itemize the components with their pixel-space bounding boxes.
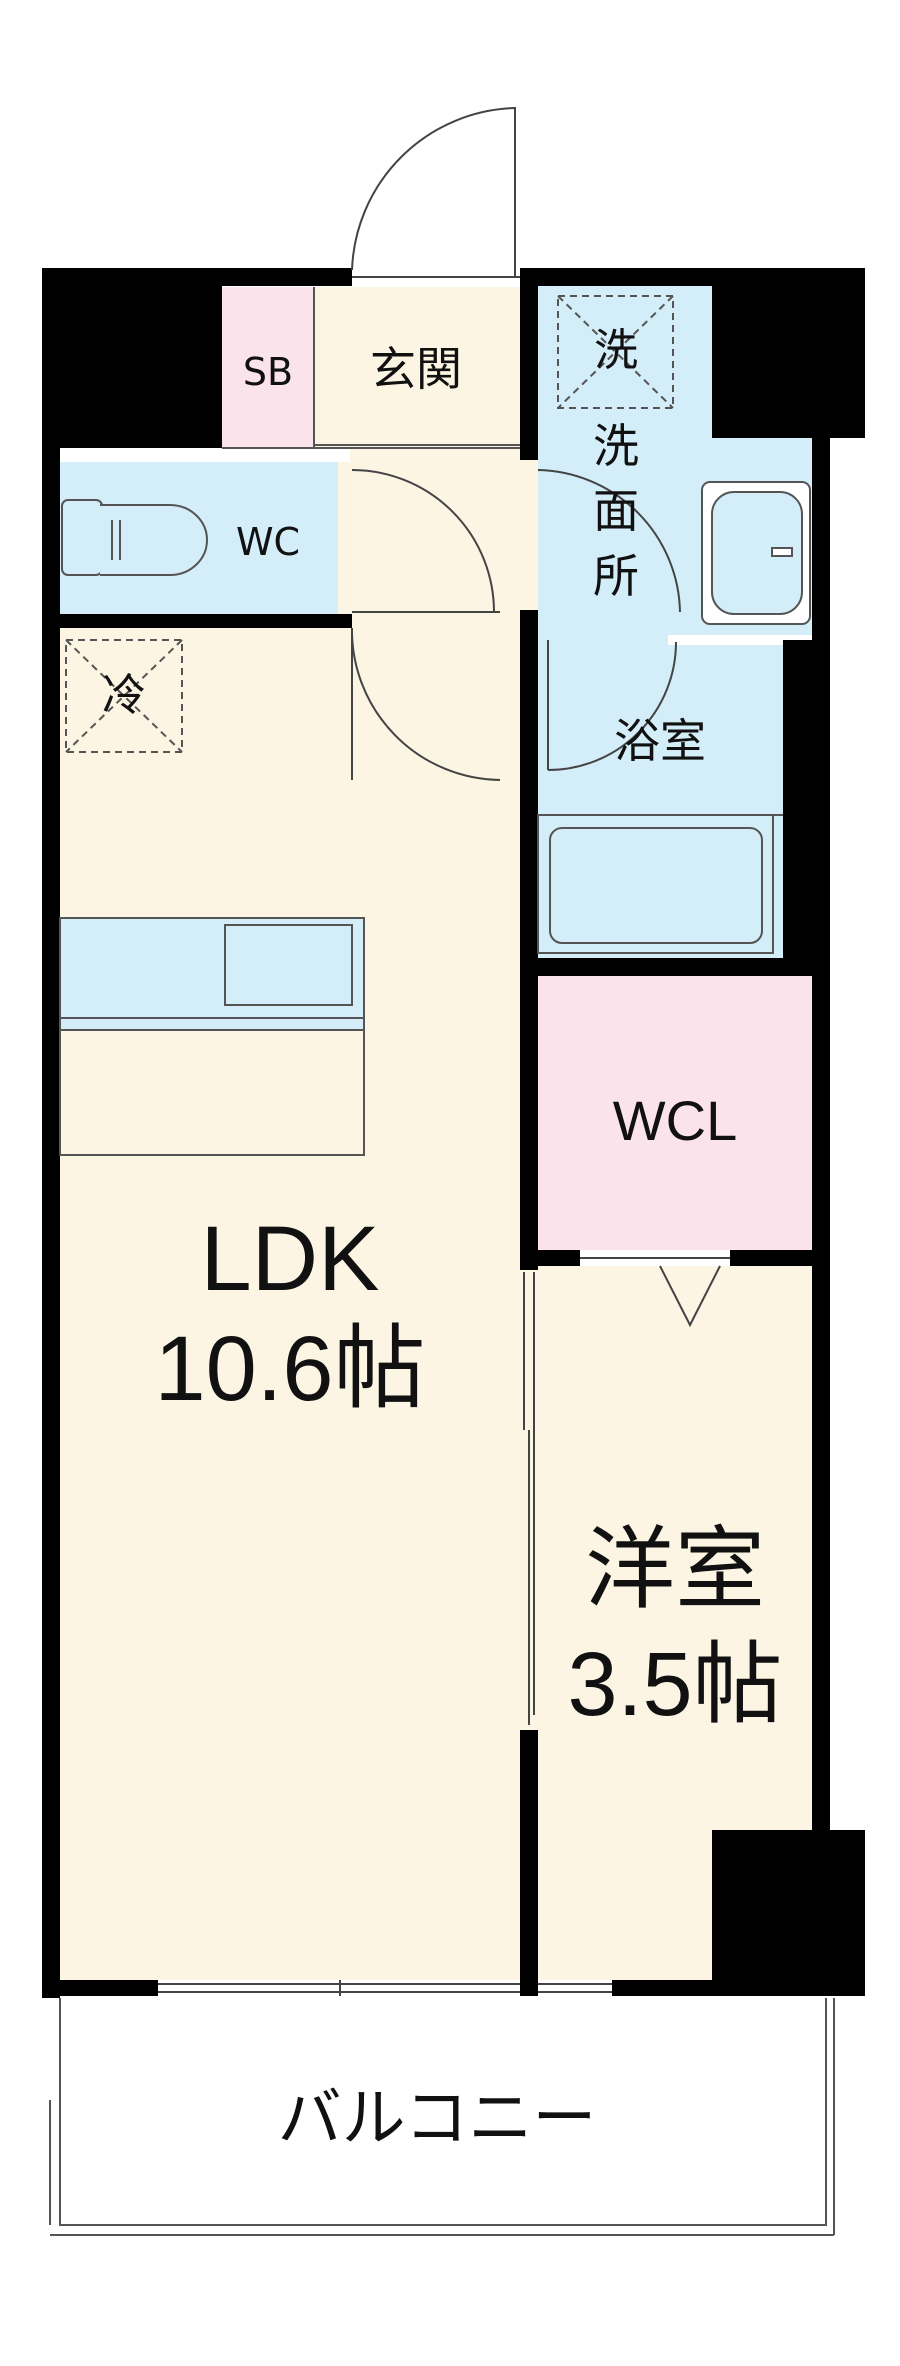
wall-column-bottom-right [712, 1830, 865, 1995]
entrance-floor [312, 287, 528, 447]
entrance-label: 玄関 [370, 342, 462, 396]
ldk-floor [58, 628, 520, 1980]
wall-top-left-block [42, 268, 222, 448]
closet-floor [538, 975, 812, 1250]
fixtures [49, 287, 835, 2236]
balcony-label: バルコニー [278, 2082, 597, 2156]
wall-column-top-right [712, 268, 865, 438]
toilet-door-swing [351, 469, 500, 613]
washroom-label-3: 所 [593, 549, 639, 603]
fridge-space [65, 639, 183, 753]
kitchen-counter [59, 917, 365, 1156]
openings [158, 106, 730, 1996]
wall-bath-right [783, 640, 830, 975]
toilet-label: WC [236, 520, 300, 564]
toilet-fixture [61, 499, 208, 576]
closet-label: WCL [613, 1089, 737, 1152]
shoe-box-floor [222, 287, 314, 447]
washroom-label-2: 面 [593, 484, 639, 538]
wall-toilet-bottom [42, 614, 352, 628]
front-door-swing [351, 106, 516, 278]
ldk-name: LDK [201, 1208, 380, 1310]
western-size: 3.5帖 [567, 1635, 782, 1735]
wall-top-entrance [222, 268, 352, 286]
wash-basin [701, 481, 811, 625]
bath-label: 浴室 [614, 714, 706, 768]
bathtub [537, 814, 783, 954]
washroom-label-1: 洗 [593, 419, 639, 473]
fridge-label: 冷 [102, 670, 146, 721]
labels: SB 玄関 WC 洗 洗 面 所 冷 浴室 WCL LDK 10.6帖 洋室 3… [102, 325, 783, 2156]
washer-space [557, 295, 674, 409]
wall-ldk-right-lower [520, 1725, 538, 1995]
ldk-size: 10.6帖 [154, 1318, 425, 1420]
wall-bath-bottom [520, 958, 830, 976]
wall-left-outer [42, 268, 60, 1998]
wall-ldk-right [520, 615, 538, 1395]
western-name: 洋室 [585, 1520, 765, 1620]
ldk-door-swing [350, 627, 501, 781]
balcony-rail [49, 1998, 835, 2236]
bath-door-swing [547, 640, 677, 771]
washer-label: 洗 [594, 325, 638, 376]
hall-floor [350, 447, 528, 617]
shoe-box-label: SB [243, 350, 293, 394]
closet-opening-mark [659, 1265, 721, 1328]
washroom-door-swing [537, 469, 681, 613]
